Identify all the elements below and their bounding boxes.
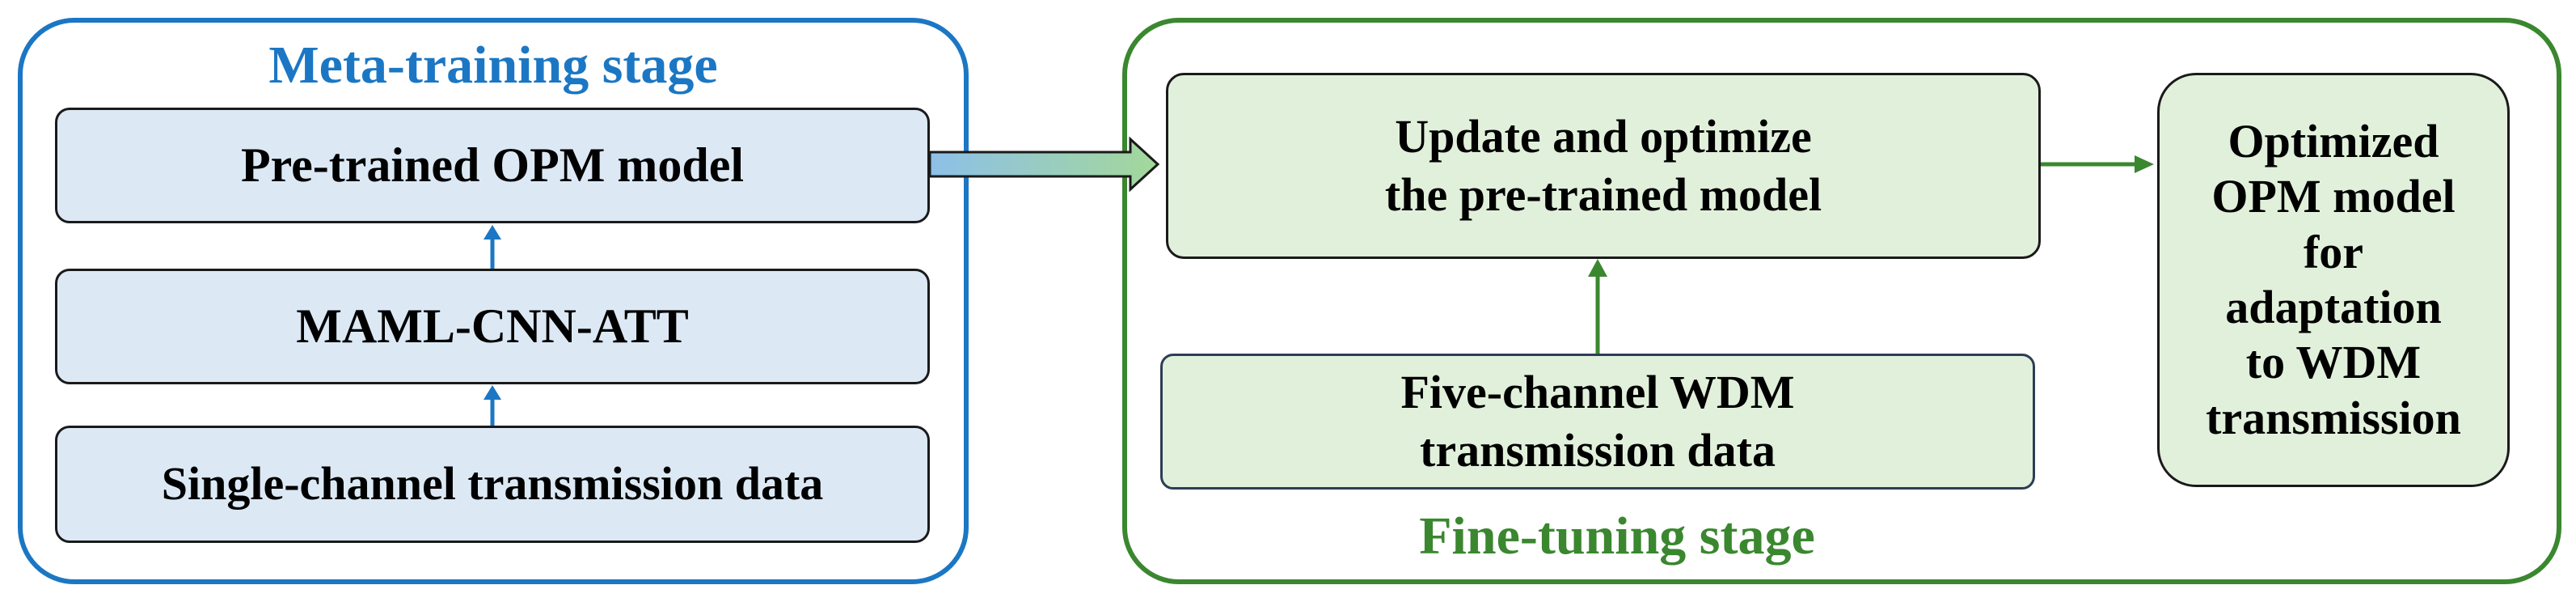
arrow-five-to-update [1588, 259, 1607, 354]
update-optimize-line-2: the pre-trained model [1384, 168, 1822, 221]
optimized-line-3: for [2303, 225, 2364, 278]
optimized-line-2: OPM model [2211, 170, 2456, 223]
single-channel-data-box: Single-channel transmission data [55, 426, 930, 543]
arrow-single-to-maml [484, 385, 501, 426]
optimized-line-5: to WDM [2245, 336, 2422, 389]
arrow-update-to-optimized [2041, 155, 2154, 173]
arrow-meta-to-fine [928, 136, 1160, 193]
optimized-line-1: Optimized [2228, 114, 2439, 167]
five-channel-wdm-line-1: Five-channel WDM [1400, 365, 1795, 418]
pretrained-opm-model-label: Pre-trained OPM model [240, 138, 745, 192]
maml-cnn-att-box: MAML-CNN-ATT [55, 269, 930, 384]
fine-tuning-title: Fine-tuning stage [1419, 507, 1815, 566]
update-optimize-box: Update and optimize the pre-trained mode… [1166, 73, 2041, 259]
pretrained-opm-model-box: Pre-trained OPM model [55, 108, 930, 223]
five-channel-wdm-line-2: transmission data [1420, 424, 1776, 477]
optimized-line-6: transmission [2206, 391, 2461, 444]
optimized-opm-model-box: Optimized OPM model for adaptation to WD… [2157, 73, 2510, 487]
optimized-line-4: adaptation [2225, 281, 2442, 333]
single-channel-data-label: Single-channel transmission data [161, 457, 824, 511]
maml-cnn-att-label: MAML-CNN-ATT [296, 299, 689, 353]
meta-training-title: Meta-training stage [268, 36, 718, 95]
five-channel-wdm-data-box: Five-channel WDM transmission data [1160, 354, 2035, 490]
arrow-maml-to-pretrained [484, 225, 501, 269]
update-optimize-line-1: Update and optimize [1395, 109, 1812, 163]
